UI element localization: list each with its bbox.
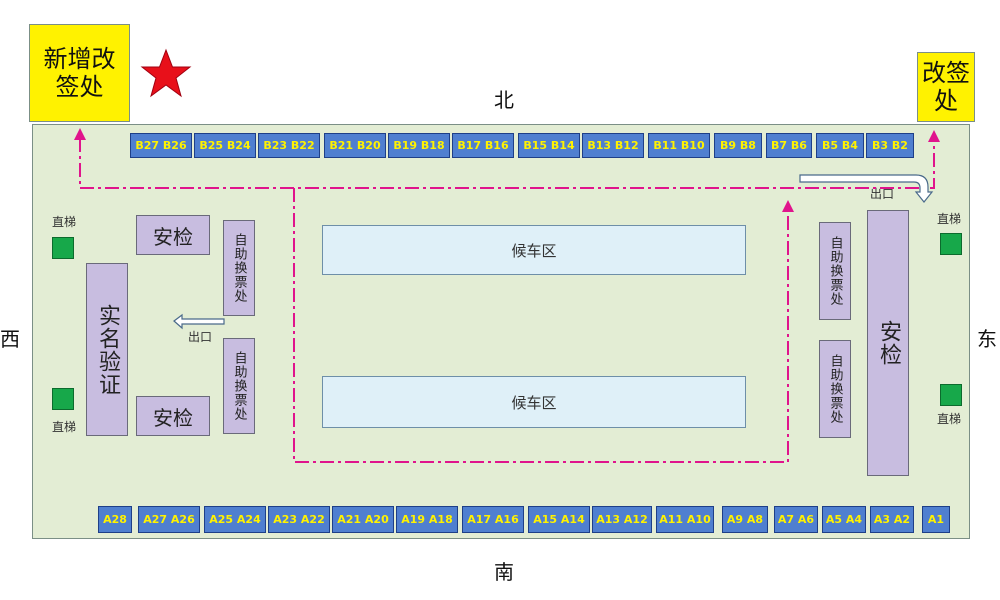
arrow-up-icon	[928, 130, 940, 142]
ticket-change-label: 改签处	[922, 59, 970, 115]
direction-north: 北	[494, 88, 514, 112]
elevator-icon[interactable]	[52, 388, 74, 410]
new-ticket-change-label: 新增改签处	[43, 45, 116, 101]
elevator-icon[interactable]	[940, 233, 962, 255]
real-name-verification[interactable]: 实名验证	[86, 263, 128, 436]
self-service-ticket-west-south[interactable]: 自助换票处	[223, 338, 255, 434]
elevator-icon[interactable]	[940, 384, 962, 406]
gate-b7-b6[interactable]: B7 B6	[766, 133, 812, 158]
elevator-label-east-north: 直梯	[937, 212, 962, 226]
gate-a13-a12[interactable]: A13 A12	[592, 506, 652, 533]
new-ticket-change-office[interactable]: 新增改签处	[29, 24, 130, 122]
north-route-path	[79, 138, 935, 189]
gate-a11-a10[interactable]: A11 A10	[656, 506, 714, 533]
gate-a5-a4[interactable]: A5 A4	[822, 506, 866, 533]
waiting-area-north[interactable]: 候车区	[322, 225, 746, 275]
elevator-icon[interactable]	[52, 237, 74, 259]
security-label: 安检	[153, 405, 193, 430]
gate-b3-b2[interactable]: B3 B2	[866, 133, 914, 158]
direction-east: 东	[977, 327, 997, 351]
self-service-label: 自助换票处	[231, 233, 247, 303]
gate-b11-b10[interactable]: B11 B10	[648, 133, 710, 158]
gate-a21-a20[interactable]: A21 A20	[332, 506, 394, 533]
loop-route-path	[293, 188, 789, 463]
waiting-area-south-label: 候车区	[511, 393, 557, 412]
elevator-label-east-south: 直梯	[937, 412, 962, 426]
gate-a23-a22[interactable]: A23 A22	[268, 506, 330, 533]
gate-a25-a24[interactable]: A25 A24	[204, 506, 266, 533]
gate-a9-a8[interactable]: A9 A8	[722, 506, 768, 533]
gate-b5-b4[interactable]: B5 B4	[816, 133, 864, 158]
gate-a28[interactable]: A28	[98, 506, 132, 533]
north-gate-row: B27 B26 B25 B24 B23 B22 B21 B20 B19 B18 …	[130, 133, 914, 158]
gate-a17-a16[interactable]: A17 A16	[462, 506, 524, 533]
self-service-label: 自助换票处	[231, 351, 247, 421]
south-gate-row: A28 A27 A26 A25 A24 A23 A22 A21 A20 A19 …	[98, 506, 960, 533]
elevator-label-west-south: 直梯	[52, 420, 77, 434]
exit-label-west: 出口	[188, 330, 213, 344]
gate-a1[interactable]: A1	[922, 506, 950, 533]
security-check-east[interactable]: 安检	[867, 210, 909, 476]
gate-a27-a26[interactable]: A27 A26	[138, 506, 200, 533]
elevator-label-west-north: 直梯	[52, 215, 77, 229]
exit-arrow-left-icon	[173, 313, 225, 330]
gate-b13-b12[interactable]: B13 B12	[582, 133, 644, 158]
arrow-up-icon	[74, 128, 86, 140]
self-service-label: 自助换票处	[827, 354, 843, 424]
security-check-west-south[interactable]: 安检	[136, 396, 210, 436]
gate-a3-a2[interactable]: A3 A2	[870, 506, 914, 533]
gate-b9-b8[interactable]: B9 B8	[714, 133, 762, 158]
security-label: 安检	[153, 224, 193, 249]
self-service-ticket-east-north[interactable]: 自助换票处	[819, 222, 851, 320]
gate-b21-b20[interactable]: B21 B20	[324, 133, 386, 158]
self-service-label: 自助换票处	[827, 236, 843, 306]
security-label: 安检	[876, 320, 901, 366]
star-icon	[140, 48, 192, 98]
gate-b19-b18[interactable]: B19 B18	[388, 133, 450, 158]
direction-west: 西	[0, 327, 20, 351]
gate-b27-b26[interactable]: B27 B26	[130, 133, 192, 158]
security-check-west-north[interactable]: 安检	[136, 215, 210, 255]
gate-a7-a6[interactable]: A7 A6	[774, 506, 818, 533]
real-name-label: 实名验证	[95, 303, 120, 396]
direction-south: 南	[494, 560, 514, 584]
exit-label-east: 出口	[870, 187, 895, 201]
gate-b17-b16[interactable]: B17 B16	[452, 133, 514, 158]
gate-a19-a18[interactable]: A19 A18	[396, 506, 458, 533]
arrow-up-icon	[782, 200, 794, 212]
self-service-ticket-west-north[interactable]: 自助换票处	[223, 220, 255, 316]
route-arrowheads	[74, 128, 940, 212]
gate-b23-b22[interactable]: B23 B22	[258, 133, 320, 158]
station-hall	[32, 124, 970, 539]
gate-a15-a14[interactable]: A15 A14	[528, 506, 590, 533]
self-service-ticket-east-south[interactable]: 自助换票处	[819, 340, 851, 438]
waiting-area-south[interactable]: 候车区	[322, 376, 746, 428]
gate-b15-b14[interactable]: B15 B14	[518, 133, 580, 158]
gate-b25-b24[interactable]: B25 B24	[194, 133, 256, 158]
waiting-area-north-label: 候车区	[511, 241, 557, 260]
exit-arrow-curved-icon	[799, 174, 934, 203]
ticket-change-office[interactable]: 改签处	[917, 52, 975, 122]
